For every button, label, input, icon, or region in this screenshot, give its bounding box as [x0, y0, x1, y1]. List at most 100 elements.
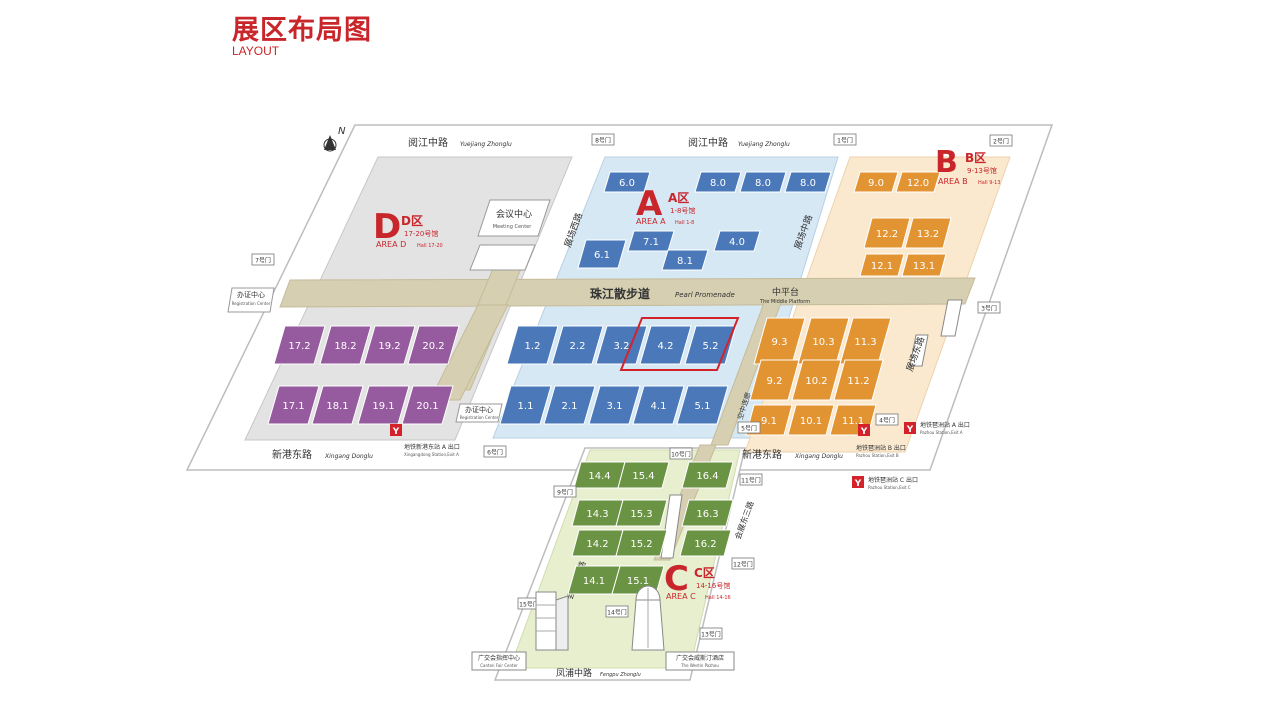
gate-3[interactable]: 3号门: [977, 301, 1001, 314]
gate-4[interactable]: 4号门: [875, 413, 899, 426]
gate-13[interactable]: 13号门: [699, 627, 723, 640]
hall-label: 7.1: [643, 237, 659, 248]
hall-10-2[interactable]: 10.2: [791, 359, 842, 401]
hall-12-0[interactable]: 12.0: [895, 171, 941, 193]
gate-2[interactable]: 2号门: [989, 134, 1013, 147]
registration-center-south: [455, 403, 503, 423]
hall-1-1[interactable]: 1.1: [499, 385, 552, 425]
hall-11-2[interactable]: 11.2: [833, 359, 884, 401]
svg-text:9-13号馆: 9-13号馆: [967, 166, 997, 175]
hall-16-4[interactable]: 16.4: [681, 461, 734, 489]
svg-text:Pazhou Station,Exit C: Pazhou Station,Exit C: [868, 485, 911, 490]
hall-label: 11.1: [842, 416, 864, 427]
hall-8-1[interactable]: 8.1: [661, 249, 709, 271]
hall-9-2[interactable]: 9.2: [749, 359, 800, 401]
hall-12-1[interactable]: 12.1: [859, 253, 905, 277]
svg-text:Yuejiang Zhonglu: Yuejiang Zhonglu: [460, 141, 512, 148]
road-huizhan3: 会展东三路: [732, 500, 755, 541]
hall-14-1[interactable]: 14.1: [567, 565, 621, 595]
hall-15-3[interactable]: 15.3: [615, 499, 668, 527]
middle-platform-label: 中平台: [772, 286, 799, 298]
gate-5[interactable]: 5号门: [737, 421, 761, 434]
hall-8-0[interactable]: 8.0: [784, 171, 832, 193]
hall-label: 12.1: [871, 261, 893, 272]
hall-10-1[interactable]: 10.1: [787, 404, 835, 436]
hall-label: 8.0: [710, 178, 726, 189]
svg-text:15号门: 15号门: [519, 601, 539, 609]
svg-text:AREA B: AREA B: [938, 177, 968, 186]
svg-text:B: B: [935, 145, 958, 180]
hall-1-2[interactable]: 1.2: [506, 325, 559, 365]
hall-19-2[interactable]: 19.2: [363, 325, 416, 365]
hall-15-4[interactable]: 15.4: [617, 461, 670, 489]
hall-17-2[interactable]: 17.2: [273, 325, 326, 365]
westin-hotel-label: 广交会威斯汀酒店: [676, 654, 724, 662]
svg-text:3号门: 3号门: [981, 305, 997, 313]
hall-16-2[interactable]: 16.2: [679, 529, 732, 557]
svg-text:Registration Center: Registration Center: [460, 415, 499, 420]
hall-20-1[interactable]: 20.1: [401, 385, 454, 425]
hall-14-4[interactable]: 14.4: [573, 461, 626, 489]
gate-11[interactable]: 11号门: [739, 473, 763, 486]
canton-fair-center-building: [535, 591, 569, 651]
hall-4-2[interactable]: 4.2: [639, 325, 692, 365]
hall-8-0[interactable]: 8.0: [739, 171, 787, 193]
area-b-label: B B区 9-13号馆 AREA B Hall 9-13: [935, 145, 1001, 186]
hall-label: 10.2: [805, 376, 827, 387]
hall-4-0[interactable]: 4.0: [713, 230, 761, 252]
hall-7-1[interactable]: 7.1: [627, 230, 675, 252]
hall-13-2[interactable]: 13.2: [904, 217, 952, 249]
svg-text:7号门: 7号门: [255, 257, 271, 265]
gate-10[interactable]: 10号门: [669, 447, 693, 460]
hall-2-1[interactable]: 2.1: [543, 385, 596, 425]
hall-6-1[interactable]: 6.1: [577, 239, 627, 269]
hall-label: 17.1: [282, 401, 304, 412]
svg-text:办证中心: 办证中心: [237, 290, 265, 299]
svg-text:C: C: [664, 559, 689, 599]
hall-label: 17.2: [288, 341, 310, 352]
hall-2-2[interactable]: 2.2: [551, 325, 604, 365]
hall-6-0[interactable]: 6.0: [603, 171, 651, 193]
promenade-label: 珠江散步道: [590, 286, 650, 301]
hall-17-1[interactable]: 17.1: [267, 385, 320, 425]
gate-6[interactable]: 6号门: [483, 445, 507, 458]
hall-14-2[interactable]: 14.2: [571, 529, 624, 557]
hall-label: 1.1: [518, 401, 534, 412]
metro-exit-pazhou-a: Y 地铁琶洲站 A 出口 Pazhou Station,Exit A: [904, 421, 970, 435]
hall-8-0[interactable]: 8.0: [694, 171, 742, 193]
svg-text:Hall 17-20: Hall 17-20: [417, 243, 443, 249]
hall-label: 14.2: [586, 539, 608, 550]
gate-9[interactable]: 9号门: [553, 485, 577, 498]
svg-text:Hall 14-16: Hall 14-16: [705, 595, 731, 601]
svg-text:The Middle Platform: The Middle Platform: [759, 299, 810, 305]
hall-label: 9.3: [772, 337, 788, 348]
svg-text:The Westin Pazhou: The Westin Pazhou: [680, 663, 719, 668]
hall-16-3[interactable]: 16.3: [681, 499, 734, 527]
svg-text:办证中心: 办证中心: [465, 405, 493, 414]
hall-15-2[interactable]: 15.2: [615, 529, 668, 557]
hall-label: 4.2: [658, 341, 674, 352]
gate-8[interactable]: 8号门: [591, 133, 615, 146]
hall-3-1[interactable]: 3.1: [588, 385, 641, 425]
gate-7[interactable]: 7号门: [251, 253, 275, 266]
hall-12-2[interactable]: 12.2: [863, 217, 911, 249]
hall-14-3[interactable]: 14.3: [571, 499, 624, 527]
hall-18-1[interactable]: 18.1: [311, 385, 364, 425]
hall-label: 9.2: [767, 376, 783, 387]
hall-18-2[interactable]: 18.2: [319, 325, 372, 365]
hall-13-1[interactable]: 13.1: [901, 253, 947, 277]
gate-12[interactable]: 12号门: [731, 557, 755, 570]
meeting-center: [477, 199, 551, 237]
svg-text:AREA A: AREA A: [636, 217, 666, 226]
gate-1[interactable]: 1号门: [833, 133, 857, 146]
hall-4-1[interactable]: 4.1: [632, 385, 685, 425]
hall-20-2[interactable]: 20.2: [407, 325, 460, 365]
hall-9-0[interactable]: 9.0: [853, 171, 899, 193]
svg-text:C区: C区: [694, 566, 715, 580]
hall-5-1[interactable]: 5.1: [676, 385, 729, 425]
road-bottom-right: 新港东路: [742, 448, 782, 461]
hall-label: 19.1: [372, 401, 394, 412]
gate-14[interactable]: 14号门: [605, 605, 629, 618]
